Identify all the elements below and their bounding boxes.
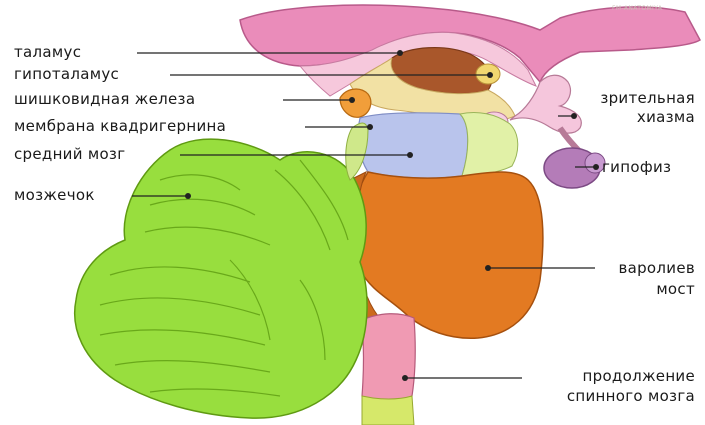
label-pineal-gland: шишковидная железа: [14, 91, 195, 108]
label-medulla-1: продолжение: [520, 368, 695, 385]
quadrigeminal-shape: [358, 113, 468, 178]
label-optic-chiasm-2: хиазма: [565, 109, 695, 126]
label-midbrain: средний мозг: [14, 146, 125, 163]
pons-shape: [352, 172, 542, 338]
medulla-shape: [362, 314, 415, 401]
cerebellum-shape: [75, 139, 367, 418]
spinal-cord-shape: [362, 396, 414, 425]
label-quadrigeminal-membrane: мембрана квадригернина: [14, 118, 226, 135]
label-pons-1: варолиев: [565, 260, 695, 277]
label-thalamus: таламус: [14, 44, 81, 61]
midbrain-shape: [460, 112, 518, 176]
label-pons-2: мост: [565, 281, 695, 298]
label-cerebellum: мозжечок: [14, 187, 95, 204]
pineal-shape: [340, 89, 371, 117]
watermark: FM-ANATOMIYA: [612, 5, 662, 12]
label-optic-chiasm-1: зрительная: [565, 90, 695, 107]
label-medulla-2: спинного мозга: [520, 388, 695, 405]
label-pituitary: гипофиз: [602, 159, 671, 176]
label-hypothalamus: гипоталамус: [14, 66, 119, 83]
